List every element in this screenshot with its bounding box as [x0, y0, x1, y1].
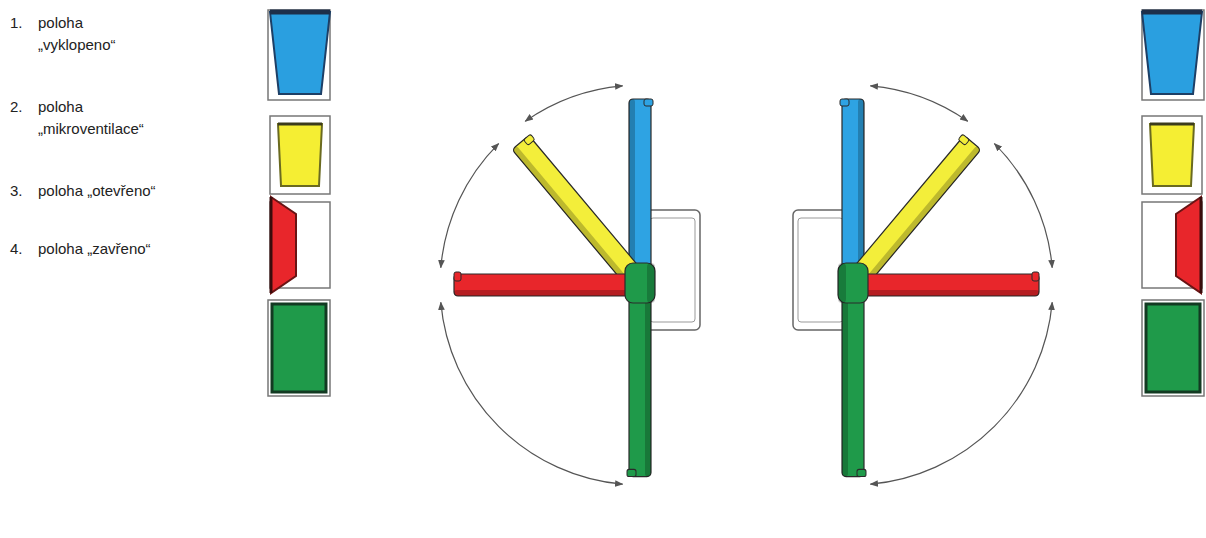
callout-number: 1.: [10, 12, 36, 34]
position-label: poloha „vyklopeno“: [38, 12, 138, 56]
position-label: poloha „mikroventilace“: [38, 96, 163, 140]
position-label: poloha „zavřeno“: [38, 238, 248, 260]
position-label: poloha „otevřeno“: [38, 180, 248, 202]
callout-number: 3.: [10, 180, 36, 202]
callout-number: 4.: [10, 238, 36, 260]
callout-number: 2.: [10, 96, 36, 118]
